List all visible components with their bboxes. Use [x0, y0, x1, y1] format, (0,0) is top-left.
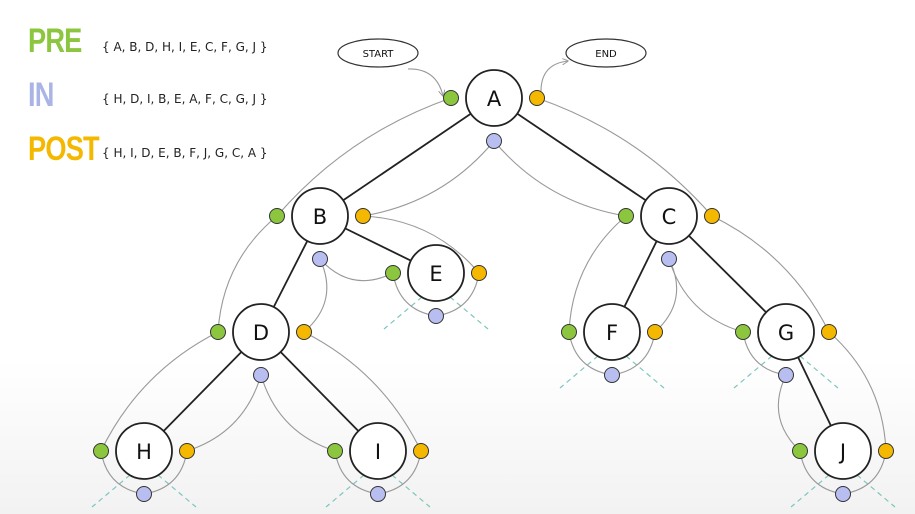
null-stub-left-J — [790, 474, 830, 508]
post-visit-dot-E — [471, 265, 487, 281]
tour-step-14 — [363, 216, 480, 274]
node-label-B: B — [313, 205, 327, 229]
null-stub-left-E — [383, 296, 423, 330]
tour-step-23 — [777, 374, 800, 451]
node-H — [115, 422, 173, 480]
node-label-F: F — [606, 321, 618, 345]
node-label-J: J — [838, 440, 846, 464]
pre-visit-dot-I — [327, 443, 343, 459]
tour-step-15 — [362, 141, 494, 217]
legend-in-label: IN — [28, 76, 54, 114]
end-oval — [565, 38, 647, 68]
node-F — [583, 303, 641, 361]
node-I — [349, 422, 407, 480]
null-stub-right-H — [157, 474, 197, 508]
post-visit-dot-B — [355, 208, 371, 224]
in-visit-dot-G — [778, 367, 794, 383]
node-label-D: D — [253, 321, 269, 345]
null-stub-right-I — [391, 474, 431, 508]
end-label: END — [595, 49, 617, 60]
tour-step-17 — [569, 215, 627, 332]
start-arrow — [407, 68, 443, 96]
legend-in: IN — [28, 76, 60, 115]
edge-A-B — [319, 97, 495, 217]
start-oval — [337, 38, 419, 68]
node-E — [407, 244, 465, 302]
node-D — [232, 303, 290, 361]
node-label-H: H — [136, 440, 152, 464]
tour-step-1 — [218, 215, 278, 332]
node-label-C: C — [662, 205, 677, 229]
node-G — [757, 303, 815, 361]
tour-step-26 — [829, 332, 887, 452]
null-stub-left-G — [733, 355, 773, 389]
pre-visit-dot-D — [210, 324, 226, 340]
in-visit-dot-C — [661, 251, 677, 267]
in-visit-dot-D — [253, 367, 269, 383]
in-visit-dot-H — [136, 486, 152, 502]
null-stub-right-E — [449, 296, 489, 330]
in-visit-dot-I — [370, 486, 386, 502]
legend-pre-sequence: { A, B, D, H, I, E, C, F, G, J } — [102, 40, 268, 54]
legend-post-sequence: { H, I, D, E, B, F, J, G, C, A } — [102, 146, 268, 160]
in-visit-dot-F — [604, 367, 620, 383]
edge-A-C — [493, 97, 670, 217]
null-stub-left-I — [325, 474, 365, 508]
pre-visit-dot-G — [735, 324, 751, 340]
node-label-I: I — [375, 440, 381, 464]
node-C — [640, 187, 698, 245]
legend-post-label: POST — [28, 130, 100, 168]
tour-step-10 — [303, 259, 328, 333]
node-label-G: G — [778, 321, 794, 345]
tour-step-20 — [654, 259, 678, 333]
in-visit-dot-B — [312, 251, 328, 267]
tour-step-5 — [186, 375, 261, 452]
legend-post: POST — [28, 130, 117, 169]
tour-step-21 — [668, 258, 743, 332]
post-visit-dot-D — [296, 324, 312, 340]
end-arrow — [540, 61, 568, 92]
node-A — [465, 69, 523, 127]
tour-step-0 — [277, 97, 452, 216]
node-label-A: A — [487, 87, 502, 111]
tour-step-27 — [712, 216, 830, 333]
tour-step-16 — [493, 140, 626, 216]
node-B — [291, 187, 349, 245]
pre-visit-dot-C — [618, 208, 634, 224]
pre-visit-dot-F — [561, 324, 577, 340]
in-visit-dot-E — [428, 308, 444, 324]
null-stub-left-H — [91, 474, 131, 508]
tour-step-11 — [319, 258, 393, 282]
pre-visit-dot-B — [269, 208, 285, 224]
pre-visit-dot-A — [443, 90, 459, 106]
post-visit-dot-J — [878, 443, 894, 459]
legend-in-sequence: { H, D, I, B, E, A, F, C, G, J } — [102, 92, 268, 106]
null-stub-right-J — [856, 474, 896, 508]
node-label-E: E — [429, 262, 442, 286]
tour-step-6 — [260, 374, 335, 451]
post-visit-dot-C — [704, 208, 720, 224]
legend-pre-label: PRE — [28, 22, 82, 60]
node-J — [814, 422, 872, 480]
post-visit-dot-I — [413, 443, 429, 459]
legend-pre: PRE — [28, 22, 95, 61]
tour-step-28 — [537, 98, 713, 217]
tour-step-9 — [304, 332, 422, 452]
tour-step-2 — [101, 331, 219, 451]
in-visit-dot-J — [835, 486, 851, 502]
pre-visit-dot-H — [93, 443, 109, 459]
post-visit-dot-G — [821, 324, 837, 340]
null-stub-right-F — [625, 355, 665, 389]
null-stub-left-F — [559, 355, 599, 389]
pre-visit-dot-E — [385, 265, 401, 281]
post-visit-dot-A — [529, 90, 545, 106]
post-visit-dot-H — [179, 443, 195, 459]
start-label: START — [363, 49, 395, 60]
post-visit-dot-F — [647, 324, 663, 340]
pre-visit-dot-J — [792, 443, 808, 459]
in-visit-dot-A — [486, 133, 502, 149]
